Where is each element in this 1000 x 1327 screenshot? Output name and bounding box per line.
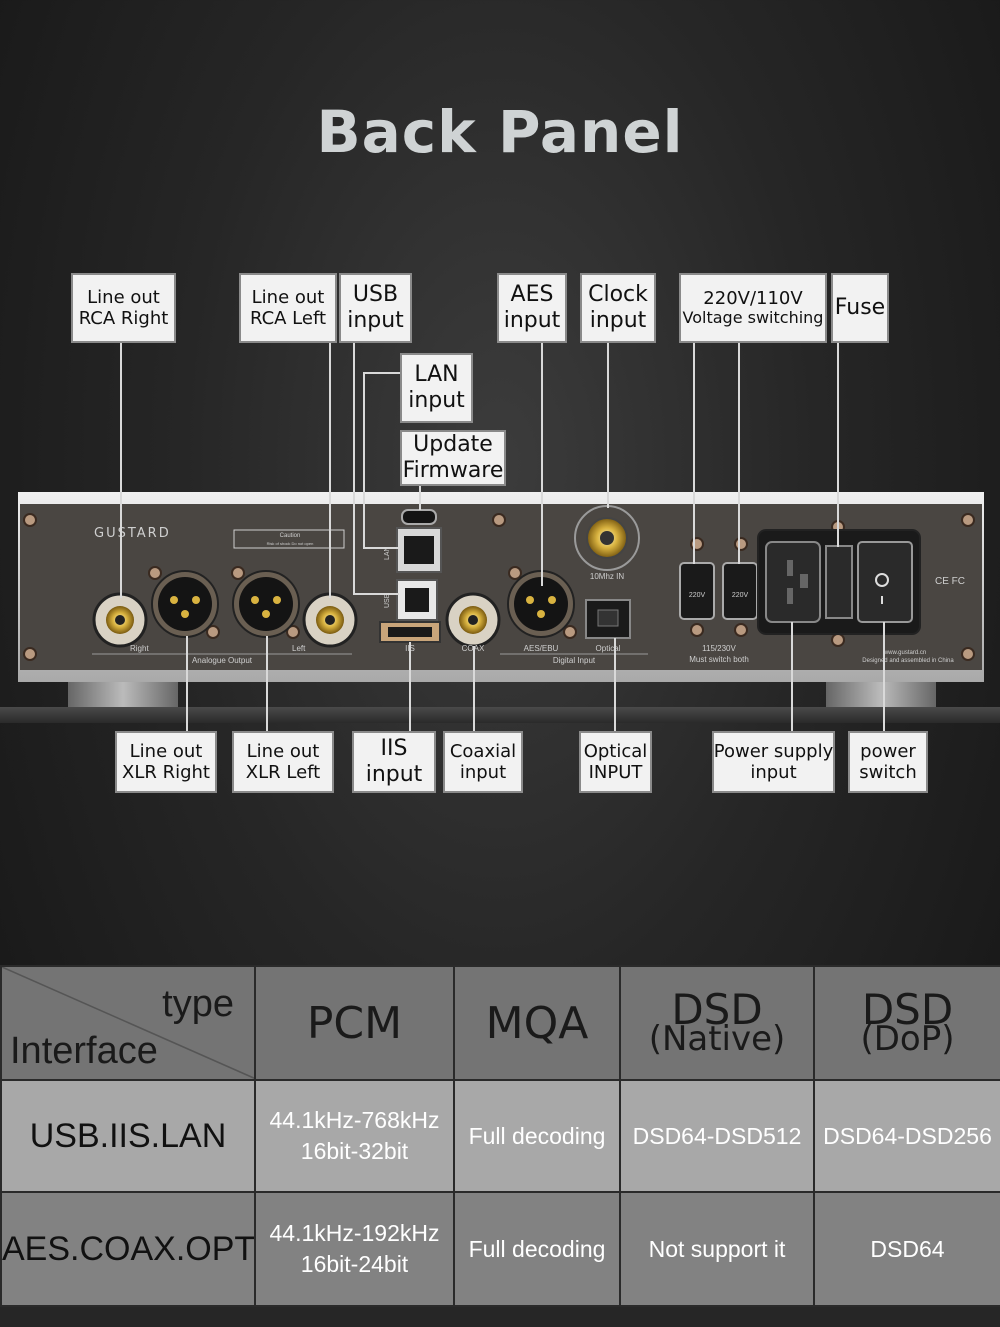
website-label: www.gustard.cn [883,650,926,656]
page-title: Back Panel [316,98,684,166]
row-mqa: Full decoding [453,1079,621,1193]
right-label: Right [130,644,149,653]
usb-c-firmware-port [401,509,437,525]
line-rca-right [120,342,122,598]
voltage-switch-2 [722,562,758,620]
line-lan-h2 [363,547,399,549]
line-rca-left [329,342,331,598]
line-firmware [419,484,421,510]
volt-115-label: 115/230V [702,644,736,653]
row-interface: AES.COAX.OPT [0,1191,256,1307]
volt-220-label-2: 220V [732,592,749,599]
row-dsd-native: Not support it [619,1191,815,1307]
left-label: Left [292,644,306,653]
line-xlr-left [266,636,268,734]
volt-220-label-1: 220V [689,592,706,599]
device-back-panel: GUSTARD Caution Risk of shock Do not ope… [18,492,984,710]
spec-table: type Interface PCM MQA DSD(Native) DSD(D… [0,965,1000,1307]
row-mqa: Full decoding [453,1191,621,1307]
bottom-strip [0,1307,1000,1327]
line-aes [541,342,543,586]
aes-ebu-label: AES/EBU [524,644,559,653]
brand-logo: GUSTARD [94,526,171,541]
corner-cell: type Interface [0,965,256,1081]
cert-marks: CE FC [935,576,965,587]
row-dsd-dop: DSD64 [813,1191,1000,1307]
header-pcm: PCM [254,965,455,1081]
row-interface: USB.IIS.LAN [0,1079,256,1193]
line-coax [473,646,475,734]
must-switch-label: Must switch both [689,655,749,664]
line-xlr-right [186,636,188,734]
line-usb-v [353,342,355,594]
line-voltage-2 [738,342,740,564]
caution-text: Caution [280,533,301,539]
line-fuse [837,342,839,547]
line-power-switch [883,622,885,734]
analogue-output-label: Analogue Output [192,656,253,665]
label-fuse: Fuse [831,273,889,343]
row-dsd-native: DSD64-DSD512 [619,1079,815,1193]
header-mqa: MQA [453,965,621,1081]
line-optical [614,638,616,734]
clock-in-label: 10Mhz IN [590,572,624,581]
optical-label: Optical [596,644,621,653]
line-usb-h [353,593,399,595]
line-lan-v [363,372,365,548]
line-voltage-1 [693,342,695,564]
designed-label: Designed and assembled in China [862,658,954,664]
corner-type: type [162,983,234,1025]
caution-box [233,529,345,549]
line-clock [607,342,609,508]
fuse-holder [825,545,853,619]
digital-input-label: Digital Input [553,656,596,665]
row-dsd-dop: DSD64-DSD256 [813,1079,1000,1193]
header-dsd-dop: DSD(DoP) [813,965,1000,1081]
shelf [0,707,1000,723]
line-iis [409,642,411,734]
usb-label: USB [384,593,391,608]
power-switch-rocker [857,541,913,623]
header-dsd-native: DSD(Native) [619,965,815,1081]
corner-interface: Interface [10,1030,158,1072]
line-power-supply [791,622,793,734]
iec-power-socket [765,541,821,623]
voltage-switch-1 [679,562,715,620]
lan-label: LAN [384,546,391,560]
caution-sub: Risk of shock Do not open [267,541,314,546]
table-header-row: type Interface PCM MQA DSD(Native) DSD(D… [0,965,1000,1081]
line-lan-h1 [363,372,401,374]
